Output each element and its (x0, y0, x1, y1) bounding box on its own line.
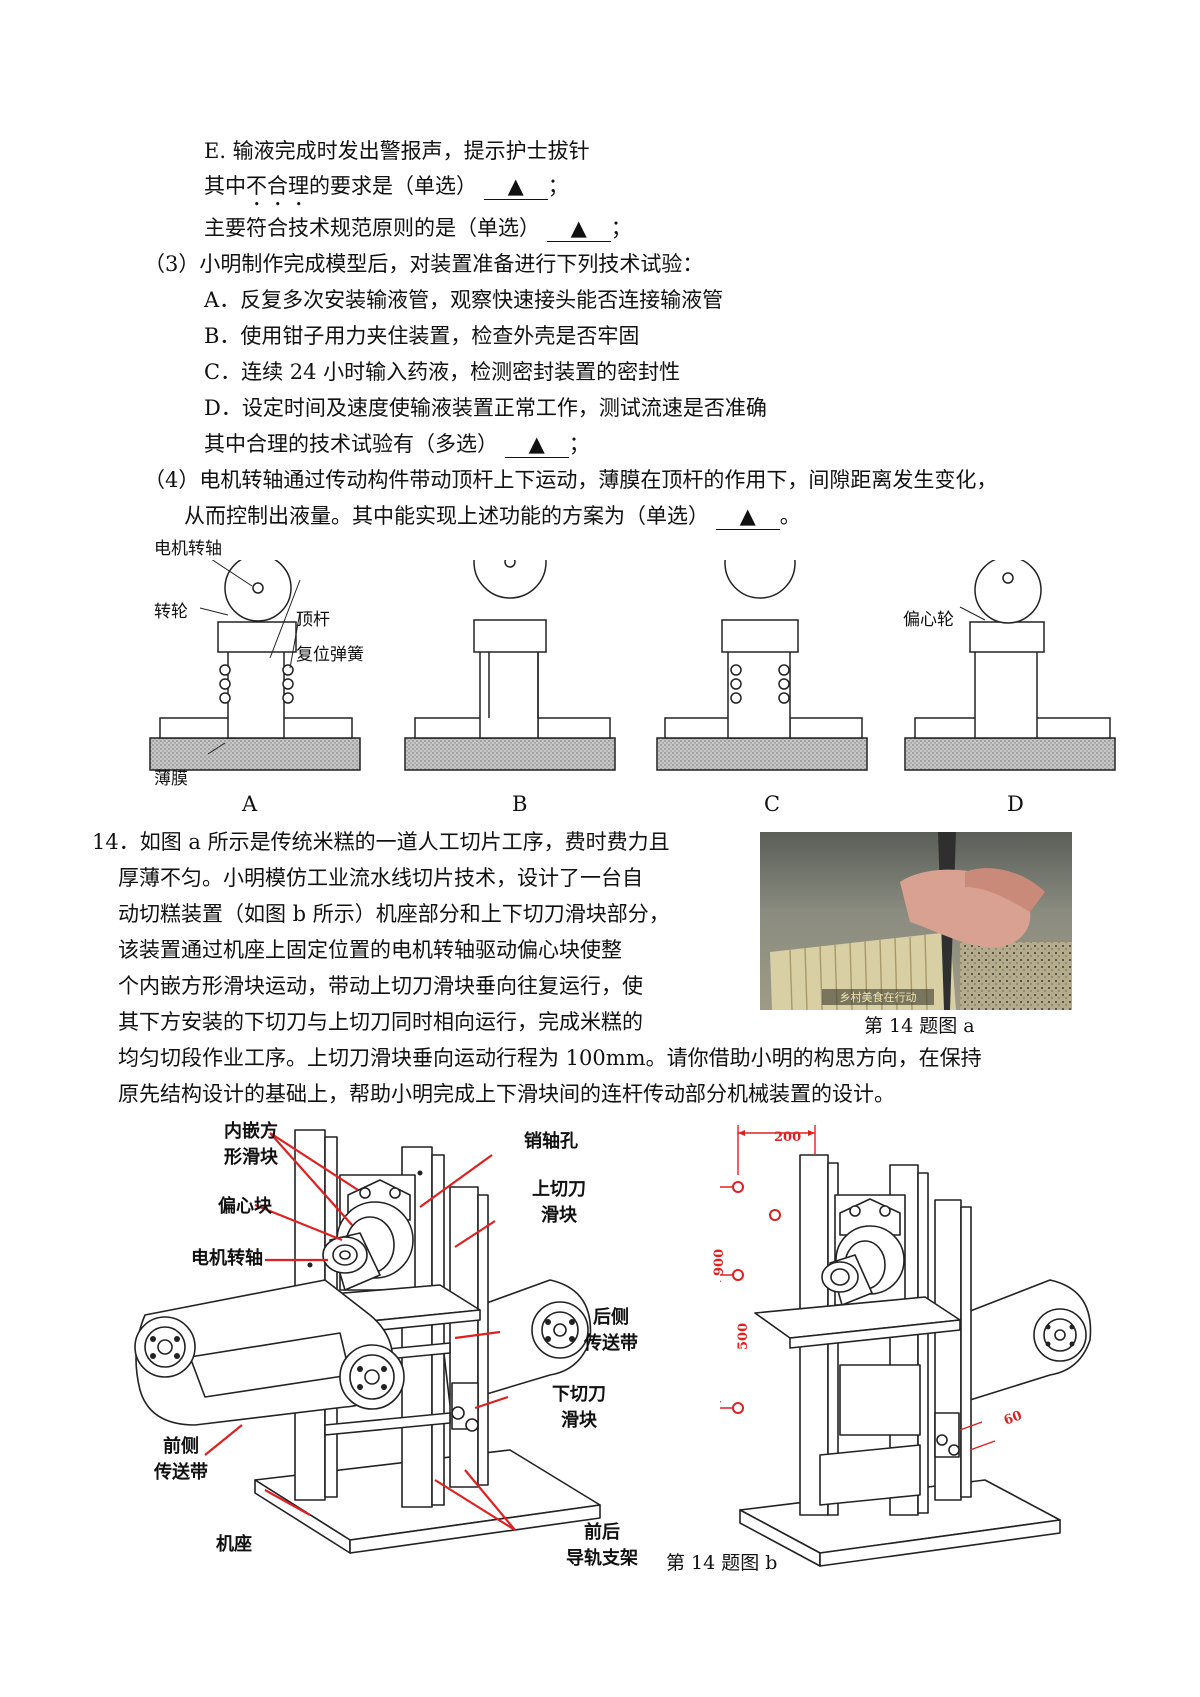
dim-200: 200 (774, 1130, 802, 1145)
emphasis-text: 不合理 (246, 174, 309, 198)
q14-line5: 个内嵌方形滑块运动，带动上切刀滑块垂向往复运行，使 (118, 974, 643, 998)
text: 下切刀 滑块 (552, 1384, 606, 1431)
cutting-photo: 乡村美食在行动 (760, 832, 1072, 1010)
text: 前侧 传送带 (154, 1436, 208, 1483)
machine-drawing-left (134, 1129, 601, 1554)
q14-line2: 厚薄不匀。小明模仿工业流水线切片技术，设计了一台自 (118, 866, 643, 890)
label-front-belt: 前侧 传送带 (154, 1434, 208, 1486)
text: 的要求是（单选） (309, 174, 477, 198)
option-b-diagram (404, 560, 616, 771)
text: 主要符合技术规范原则的是（单选） (204, 216, 540, 240)
option-d-diagram (904, 560, 1116, 771)
label-push-rod: 顶杆 (296, 610, 330, 630)
p3-item-a: A．反复多次安装输液管，观察快速接头能否连接输液管 (204, 288, 724, 312)
q14-line6: 其下方安装的下切刀与上切刀同时相向运行，完成米糕的 (118, 1010, 643, 1034)
text: ； (610, 216, 632, 240)
option-c-diagram (656, 560, 868, 771)
text: 前后 导轨支架 (566, 1522, 638, 1569)
dim-500: 500 (736, 1322, 751, 1350)
answer-blank[interactable]: ▲ (546, 215, 611, 242)
standard-question: 主要符合技术规范原则的是（单选） ▲； (204, 213, 632, 243)
dim-900: 900 (712, 1248, 727, 1276)
answer-blank[interactable]: ▲ (504, 431, 569, 458)
option-a-diagram (149, 560, 361, 771)
q14-line8: 原先结构设计的基础上，帮助小明完成上下滑块间的连杆传动部分机械装置的设计。 (118, 1082, 895, 1106)
option-diagrams (149, 560, 1116, 771)
answer-blank[interactable]: ▲ (715, 503, 780, 530)
label-base: 机座 (216, 1534, 252, 1555)
p3-item-c: C．连续 24 小时输入药液，检测密封装置的密封性 (204, 360, 681, 384)
text: ； (547, 174, 569, 198)
text: 上切刀 滑块 (532, 1179, 586, 1226)
label-rear-belt: 后侧 传送带 (584, 1305, 638, 1357)
q14-line7: 均匀切段作业工序。上切刀滑块垂向运动行程为 100mm。请你借助小明的构思方向，… (118, 1046, 982, 1070)
label-eccentric-block: 偏心块 (218, 1196, 272, 1217)
text: 内嵌方 形滑块 (224, 1121, 278, 1168)
q14-line1: 14．如图 a 所示是传统米糕的一道人工切片工序，费时费力且 (92, 830, 670, 854)
option-b-label: B (512, 792, 528, 816)
option-a-label: A (242, 792, 258, 816)
photo-watermark: 乡村美食在行动 (840, 990, 917, 1004)
machine-drawing-right (720, 1125, 1092, 1567)
text: ； (568, 432, 590, 456)
label-motor-shaft: 电机转轴 (154, 539, 222, 559)
label-lower-slider: 下切刀 滑块 (552, 1382, 606, 1434)
item-e: E. 输液完成时发出警报声，提示护士拔针 (204, 139, 590, 163)
label-pin-hole: 销轴孔 (524, 1131, 578, 1152)
text: 后侧 传送带 (584, 1307, 638, 1354)
label-rails: 前后 导轨支架 (566, 1520, 638, 1572)
label-wheel: 转轮 (154, 602, 188, 622)
p4-line2: 从而控制出液量。其中能实现上述功能的方案为（单选） ▲。 (184, 501, 801, 531)
p3-question: 其中合理的技术试验有（多选） ▲； (204, 429, 590, 459)
text: 从而控制出液量。其中能实现上述功能的方案为（单选） (184, 504, 709, 528)
fig-b-caption: 第 14 题图 b (666, 1552, 778, 1574)
fig-a-caption: 第 14 题图 a (864, 1015, 975, 1037)
label-inner-slider: 内嵌方 形滑块 (224, 1119, 278, 1171)
p4-line1: （4）电机转轴通过传动构件带动顶杆上下运动，薄膜在顶杆的作用下，间隙距离发生变化… (144, 468, 998, 492)
unreasonable-question: 其中不合理的要求是（单选） ▲； (204, 171, 569, 211)
label-upper-slider: 上切刀 滑块 (532, 1177, 586, 1229)
text: 其中合理的技术试验有（多选） (204, 432, 498, 456)
text: 其中 (204, 174, 246, 198)
answer-blank[interactable]: ▲ (483, 173, 548, 200)
label-membrane: 薄膜 (154, 769, 188, 789)
label-spring: 复位弹簧 (296, 645, 364, 665)
q14-line4: 该装置通过机座上固定位置的电机转轴驱动偏心块使整 (118, 938, 622, 962)
label-motor-shaft-b: 电机转轴 (191, 1248, 263, 1269)
label-eccentric: 偏心轮 (903, 610, 954, 630)
option-d-label: D (1007, 792, 1024, 816)
text: 。 (779, 504, 801, 528)
p3-item-d: D．设定时间及速度使输液装置正常工作，测试流速是否准确 (204, 396, 767, 420)
q14-line3: 动切糕装置（如图 b 所示）机座部分和上下切刀滑块部分， (118, 902, 670, 926)
p3-item-b: B．使用钳子用力夹住装置，检查外壳是否牢固 (204, 324, 640, 348)
option-c-label: C (764, 792, 781, 816)
p3-intro: （3）小明制作完成模型后，对装置准备进行下列技术试验： (144, 252, 704, 276)
